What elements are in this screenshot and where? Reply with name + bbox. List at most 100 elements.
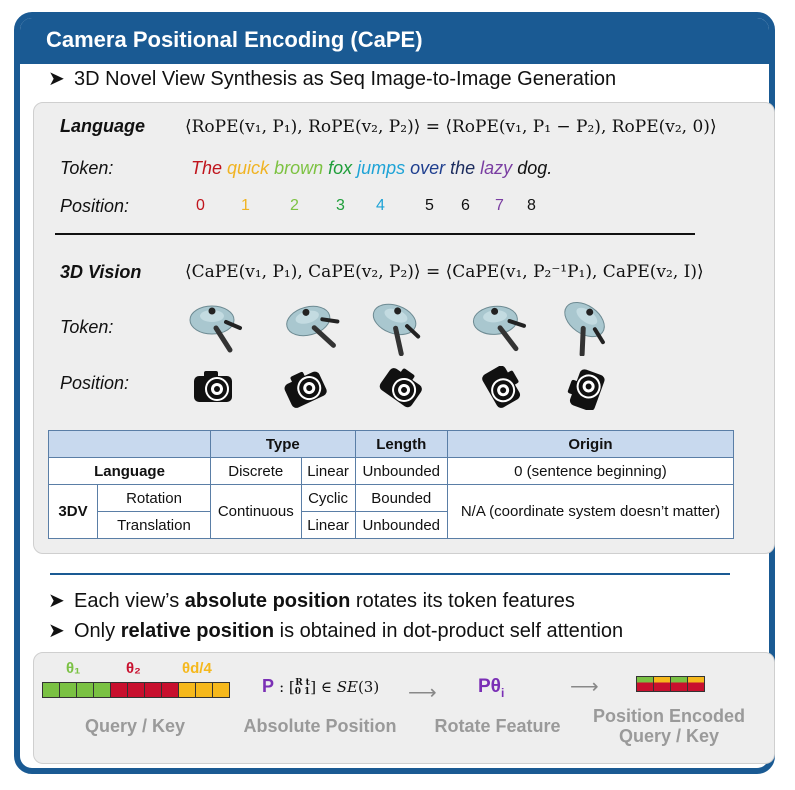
theta-2-label: θ₂ [126, 660, 141, 677]
table-header-type: Type [210, 430, 356, 458]
feature-cell-red [162, 683, 179, 697]
bullet-relative-post: is obtained in dot-product self attentio… [274, 620, 624, 642]
section-divider [55, 233, 695, 235]
kettle-view-icon [284, 298, 342, 356]
language-position-label: Position: [60, 196, 130, 216]
arrow-bullet-icon: ➤ [48, 68, 65, 90]
feature-cell-green [77, 683, 94, 697]
absolute-position-label: Absolute Position [243, 716, 397, 736]
feature-cell-yellow [179, 683, 196, 697]
token-word: The [191, 158, 223, 178]
position-number: 5 [425, 197, 434, 214]
token-word: brown [274, 158, 324, 178]
table-row-rotation: 3DV Rotation Continuous Cyclic Bounded N… [48, 484, 735, 539]
camera-icon [190, 366, 240, 410]
bullet-novel-view: ➤ 3D Novel View Synthesis as Seq Image-to… [48, 66, 616, 91]
token-word: dog. [517, 158, 553, 178]
encoded-cell [637, 677, 654, 691]
position-number: 2 [290, 197, 299, 214]
feature-cell-green [94, 683, 111, 697]
table-header-length: Length [354, 430, 448, 458]
feature-cell-red [128, 683, 145, 697]
table-header-origin: Origin [446, 430, 735, 458]
position-encoded-line1: Position Encoded [592, 706, 745, 726]
rotate-feature-label: Rotate Feature [434, 716, 561, 736]
table-header-row: Type Length Origin [47, 430, 735, 458]
cell-rotation-length: Bounded [354, 484, 448, 512]
cell-translation-length: Unbounded [354, 511, 448, 539]
comparison-table: Type Length Origin Language Discrete Lin… [47, 430, 735, 539]
position-number: 7 [495, 197, 504, 214]
bullet-relative-pre: Only [74, 620, 121, 642]
camera-icon [282, 366, 332, 410]
arrow-bullet-icon: ➤ [48, 620, 65, 642]
camera-icon [378, 366, 428, 410]
token-word: fox [328, 158, 353, 178]
theta-d4-label: θd/4 [182, 660, 212, 677]
vision-heading: 3D Vision [60, 262, 142, 282]
blue-divider [50, 573, 730, 575]
query-key-label: Query / Key [84, 716, 186, 736]
feature-cell-green [60, 683, 77, 697]
cell-translation-subtype: Linear [300, 511, 356, 539]
feature-cell-red [145, 683, 162, 697]
position-number: 3 [336, 197, 345, 214]
cell-language-type: Discrete [210, 457, 302, 485]
kettle-view-icon [366, 298, 424, 357]
rope-equation: ⟨RoPE(v₁, P₁), RoPE(v₂, P₂)⟩ = ⟨RoPE(v₁,… [185, 117, 717, 137]
bullet-absolute-pre: Each view’s [74, 590, 185, 612]
query-key-feature-bar [42, 682, 230, 698]
token-word: the [450, 158, 476, 178]
pipeline-panel [33, 652, 775, 764]
cell-3dv-name: 3DV [48, 484, 98, 539]
feature-cell-green [43, 683, 60, 697]
kettle-view-icon [186, 298, 244, 356]
token-word: jumps [357, 158, 406, 178]
cell-language-origin: 0 (sentence beginning) [446, 457, 735, 485]
position-encoded-label: Position Encoded Query / Key [584, 706, 754, 746]
title-bar: Camera Positional Encoding (CaPE) [20, 18, 769, 64]
vision-token-label: Token: [60, 317, 114, 337]
arrow-bullet-icon: ➤ [48, 590, 65, 612]
feature-cell-yellow [213, 683, 229, 697]
position-encoded-line2: Query / Key [618, 726, 720, 746]
camera-icon [478, 365, 528, 410]
position-number: 0 [196, 197, 205, 214]
camera-icon [562, 366, 612, 412]
theta-1-label: θ₁ [66, 660, 81, 677]
slide-title: Camera Positional Encoding (CaPE) [46, 27, 423, 52]
bullet-relative: ➤ Only relative position is obtained in d… [48, 618, 623, 643]
position-number: 6 [461, 197, 470, 214]
table-row-translation: Translation Linear Unbounded [49, 511, 734, 539]
table-header-blank [47, 430, 212, 458]
encoded-cell [654, 677, 671, 691]
cell-language-subtype: Linear [300, 457, 356, 485]
cell-language-length: Unbounded [354, 457, 448, 485]
cell-translation-name: Translation [96, 511, 212, 539]
feature-cell-yellow [196, 683, 213, 697]
cape-equation: ⟨CaPE(v₁, P₁), CaPE(v₂, P₂)⟩ = ⟨CaPE(v₁,… [185, 262, 704, 282]
kettle-view-icon [470, 298, 528, 356]
vision-position-label: Position: [60, 373, 130, 393]
bullet-absolute-bold: absolute position [184, 590, 351, 612]
table-row-language: Language Discrete Linear Unbounded 0 (se… [47, 457, 735, 485]
token-word: quick [227, 158, 270, 178]
bullet-text: 3D Novel View Synthesis as Seq Image-to-… [74, 68, 617, 90]
cell-3dv-origin: N/A (coordinate system doesn’t matter) [446, 484, 735, 539]
feature-cell-red [111, 683, 128, 697]
arrow-right-icon: ⟶ [408, 682, 437, 704]
position-number: 1 [241, 197, 250, 214]
cell-rotation-subtype: Cyclic [300, 484, 356, 512]
cell-continuous-type: Continuous [210, 484, 302, 539]
position-number: 8 [527, 197, 536, 214]
rotate-formula: Pθi [478, 676, 505, 700]
encoded-cell [671, 677, 688, 691]
token-word: lazy [480, 158, 513, 178]
token-word: over [410, 158, 446, 178]
arrow-right-icon: ⟶ [570, 676, 599, 698]
bullet-relative-bold: relative position [120, 620, 275, 642]
cell-language-name: Language [47, 457, 212, 485]
bullet-absolute-post: rotates its token features [350, 590, 575, 612]
